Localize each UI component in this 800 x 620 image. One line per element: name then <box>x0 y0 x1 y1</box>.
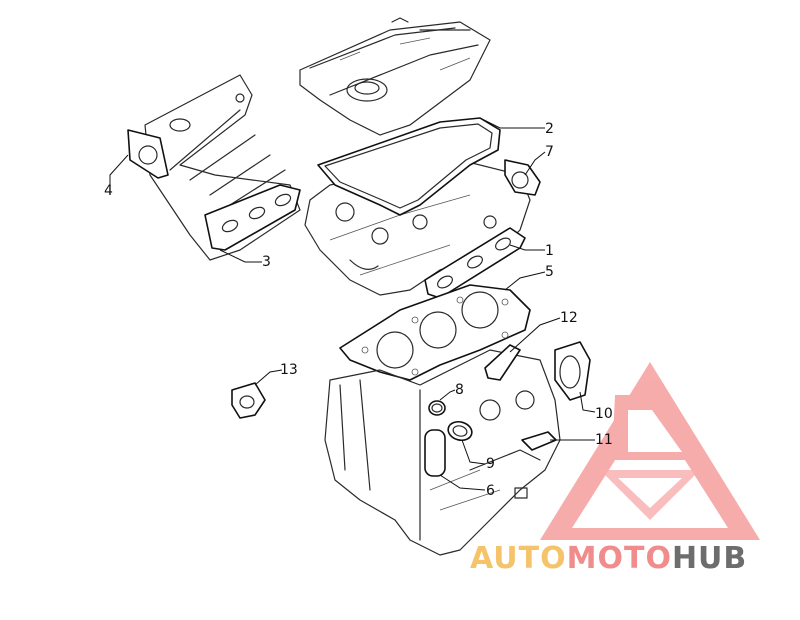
callout-13: 13 <box>280 362 298 378</box>
watermark-logo <box>540 362 760 540</box>
watermark-text: AUTOMOTOHUB <box>470 541 747 576</box>
callout-9: 9 <box>486 456 495 472</box>
throttle-body-gasket <box>127 129 169 179</box>
oval-gasket <box>447 420 473 442</box>
small-flange-gasket <box>521 431 557 451</box>
leader-lines <box>109 117 596 491</box>
thermostat-gasket <box>484 344 521 381</box>
manifold-gasket <box>204 184 301 251</box>
head-gasket <box>339 284 531 381</box>
exhaust-flange-gasket <box>504 159 541 196</box>
callout-8: 8 <box>455 382 464 398</box>
callout-10: 10 <box>595 406 613 422</box>
watermark-auto: AUTO <box>470 541 567 576</box>
callout-7: 7 <box>545 144 554 160</box>
callout-11: 11 <box>595 432 613 448</box>
valve-cover <box>299 17 491 136</box>
callout-4: 4 <box>104 183 113 199</box>
callout-3: 3 <box>262 254 271 270</box>
callout-5: 5 <box>545 264 554 280</box>
o-ring <box>428 400 446 416</box>
water-outlet-gasket <box>231 382 266 419</box>
callout-12: 12 <box>560 310 578 326</box>
watermark-hub: HUB <box>672 541 747 576</box>
callout-6: 6 <box>486 483 495 499</box>
watermark-moto: MOTO <box>567 541 672 576</box>
housing-gasket <box>554 341 591 401</box>
callouts: 1 2 3 4 5 6 7 8 9 10 11 12 13 <box>104 121 613 499</box>
callout-2: 2 <box>545 121 554 137</box>
callout-1: 1 <box>545 243 554 259</box>
engine-block <box>324 349 561 556</box>
valve-cover-gasket <box>317 117 501 216</box>
